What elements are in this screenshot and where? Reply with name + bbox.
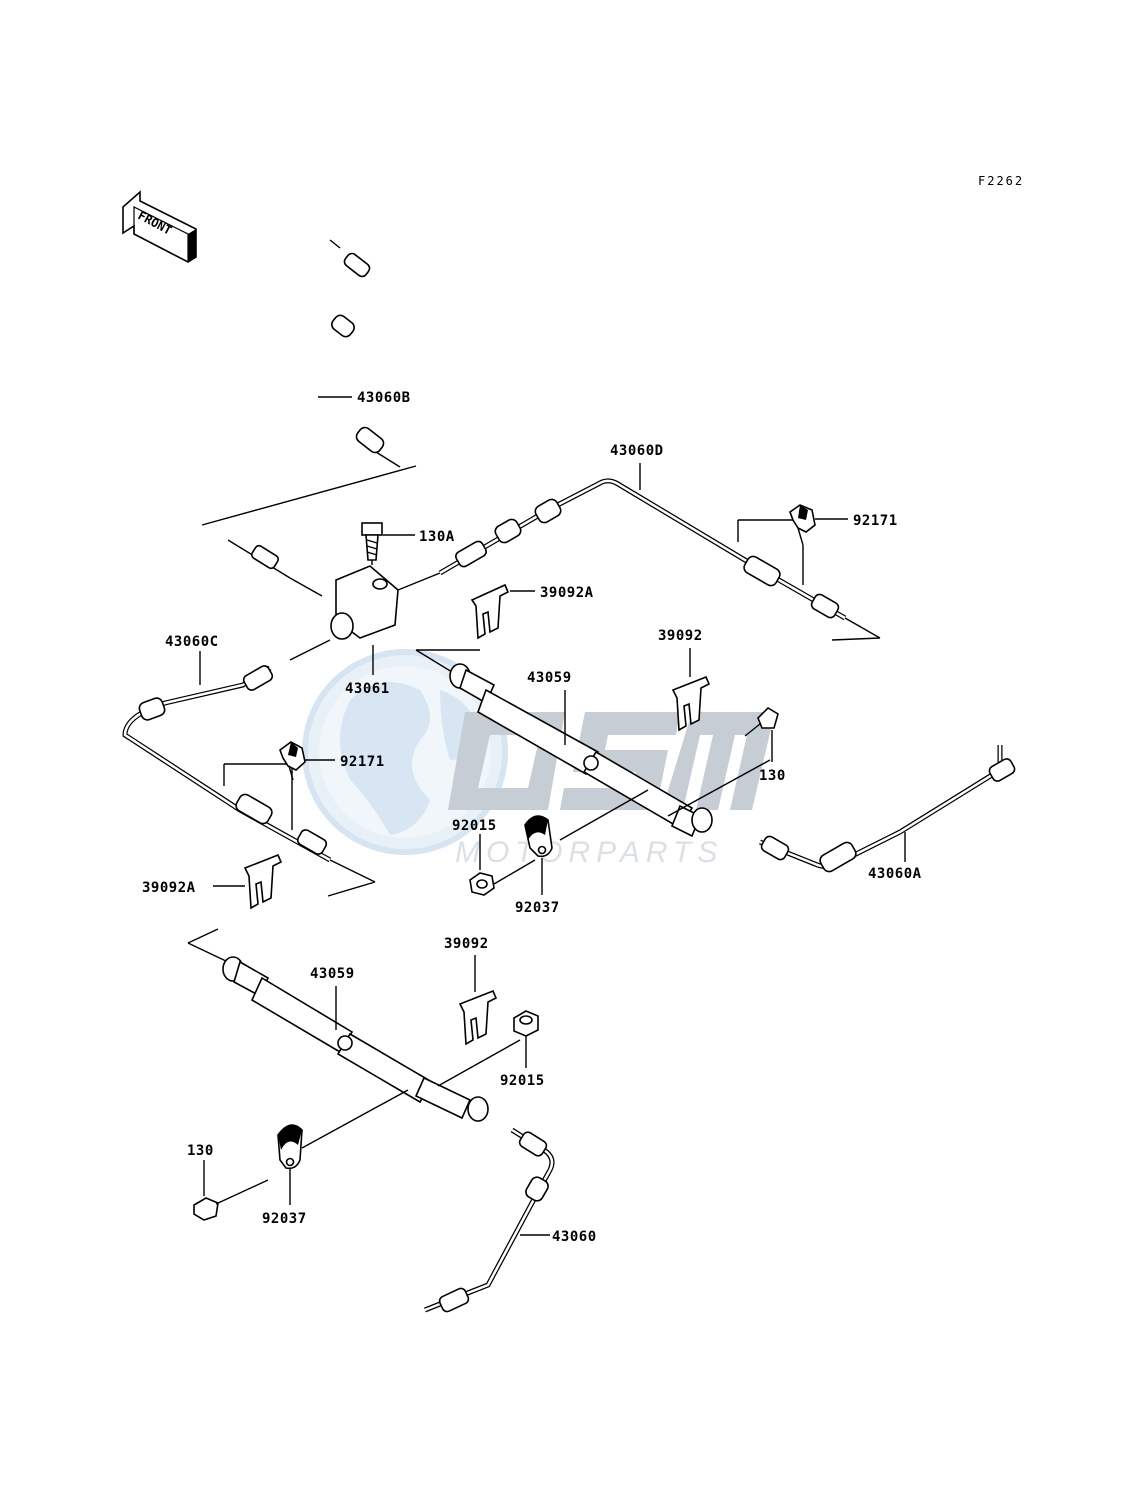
label-92037-top: 92037 <box>515 900 560 916</box>
label-130-right: 130 <box>759 768 786 784</box>
label-39092-top: 39092 <box>658 628 703 644</box>
brake-pipe-43060A <box>759 745 1016 873</box>
brake-pipe-43060 <box>424 1127 555 1313</box>
clamp-92037-bottom <box>277 1124 303 1170</box>
brake-pipe-43060C <box>122 665 376 897</box>
clip-39092-bottom <box>458 989 498 1046</box>
clamp-92037-top <box>524 815 553 858</box>
brake-hose-43059-bottom <box>187 928 521 1149</box>
watermark-subtext: MOTORPARTS <box>455 836 723 869</box>
bolt-130-right <box>744 706 779 737</box>
label-92015-top: 92015 <box>452 818 497 834</box>
label-39092A-left: 39092A <box>142 880 196 896</box>
clip-39092A-left <box>243 853 283 910</box>
label-43060C: 43060C <box>165 634 219 650</box>
clip-92171-left <box>279 741 306 781</box>
label-130-left: 130 <box>187 1143 214 1159</box>
figure-code: F2262 <box>978 174 1024 188</box>
brake-pipe-43060B <box>201 239 417 526</box>
label-92171-left: 92171 <box>340 754 385 770</box>
brake-hose-43059-top <box>415 649 771 841</box>
label-43060B: 43060B <box>357 390 411 406</box>
nut-92015-top <box>469 859 536 896</box>
label-39092A-top: 39092A <box>540 585 594 601</box>
bolt-130A <box>361 522 383 561</box>
label-43061: 43061 <box>345 681 390 697</box>
watermark: MOTORPARTS <box>302 649 775 869</box>
clip-92171-top <box>789 504 816 585</box>
brake-pipe-43060D <box>438 478 881 641</box>
nut-92015-bottom <box>513 1010 539 1037</box>
label-130A: 130A <box>419 529 455 545</box>
brake-joint-43061 <box>227 530 441 661</box>
watermark-globe <box>302 649 508 855</box>
label-92037-bottom: 92037 <box>262 1211 307 1227</box>
label-39092-bottom: 39092 <box>444 936 489 952</box>
clip-39092A-top <box>470 583 510 640</box>
bolt-130-left <box>193 1179 269 1221</box>
label-43060: 43060 <box>552 1229 597 1245</box>
label-43060D: 43060D <box>610 443 664 459</box>
label-43059-top: 43059 <box>527 670 572 686</box>
front-arrow-icon: FRONT <box>122 190 197 263</box>
clip-39092-top <box>671 675 711 732</box>
label-92171-top: 92171 <box>853 513 898 529</box>
label-43059-bottom: 43059 <box>310 966 355 982</box>
label-92015-bottom: 92015 <box>500 1073 545 1089</box>
label-43060A: 43060A <box>868 866 922 882</box>
